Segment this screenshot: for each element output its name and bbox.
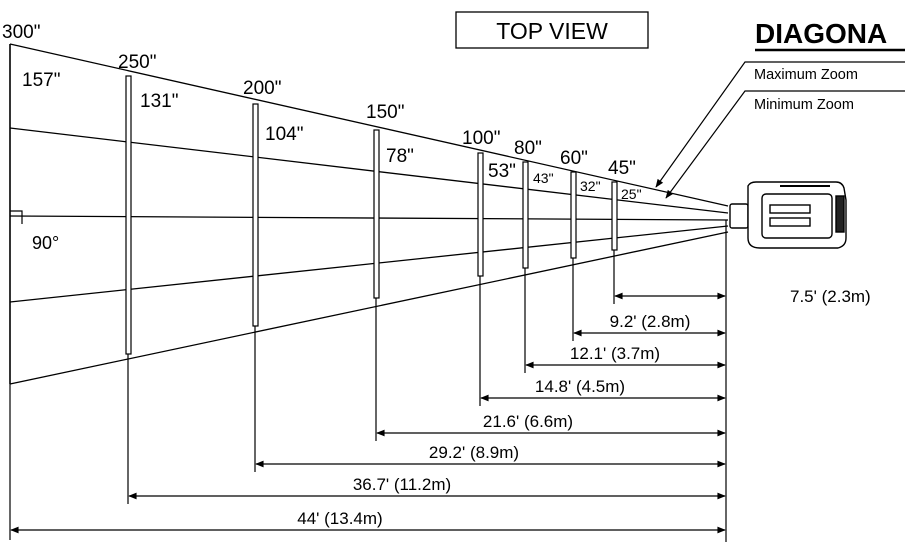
projector-icon bbox=[729, 181, 847, 249]
distance-label-100: 14.8' (4.5m) bbox=[535, 377, 625, 396]
angle-label: 90° bbox=[32, 233, 59, 253]
beam-center-line bbox=[9, 215, 729, 221]
screen-200-bar bbox=[252, 103, 259, 327]
screen-300-diagonal-label: 300" bbox=[2, 22, 40, 43]
diagonal-title: DIAGONA bbox=[755, 18, 887, 49]
screen-250-diagonal-label: 250" bbox=[118, 52, 156, 73]
top-view-box bbox=[455, 11, 649, 49]
projector-top-plate bbox=[761, 193, 833, 239]
zoom-max-label: Maximum Zoom bbox=[754, 67, 858, 83]
screen-150-width-label: 78" bbox=[386, 146, 414, 167]
projector-panel-1 bbox=[769, 204, 811, 214]
screen-60-bar bbox=[570, 171, 577, 259]
zoom-leaders bbox=[655, 61, 905, 199]
screen-300-width-label: 157" bbox=[22, 70, 60, 91]
distance-label-45: 7.5' (2.3m) bbox=[790, 287, 871, 306]
distance-label-60: 9.2' (2.8m) bbox=[610, 312, 691, 331]
screen-150-diagonal-label: 150" bbox=[366, 102, 404, 123]
screen-45-diagonal-label: 45" bbox=[608, 158, 636, 179]
screen-150-bar bbox=[373, 129, 380, 299]
distance-label-250: 36.7' (11.2m) bbox=[353, 475, 451, 494]
distance-label-200: 29.2' (8.9m) bbox=[429, 443, 519, 462]
projector-panel-2 bbox=[769, 217, 811, 227]
distance-label-80: 12.1' (3.7m) bbox=[570, 344, 660, 363]
distance-label-300: 44' (13.4m) bbox=[297, 509, 382, 528]
screen-200-diagonal-label: 200" bbox=[243, 78, 281, 99]
screen-45-width-label: 25" bbox=[621, 186, 642, 202]
screen-80-diagonal-label: 80" bbox=[514, 138, 542, 159]
beam-line-max-top bbox=[9, 43, 729, 207]
screens-layer: 300" 157" 250" 131" 200" 104" 150" 78" 100" 53"80… bbox=[2, 22, 642, 504]
projector-lens bbox=[729, 203, 749, 229]
top-view-label: TOP VIEW bbox=[496, 18, 608, 44]
projector-side bbox=[835, 195, 845, 233]
zoom-max-leader bbox=[655, 61, 905, 188]
screen-100-width-label: 53" bbox=[488, 161, 516, 182]
screen-60-width-label: 32" bbox=[580, 178, 601, 194]
beam-line-min-bottom bbox=[9, 225, 729, 303]
right-angle-icon bbox=[10, 210, 23, 224]
screen-250-width-label: 131" bbox=[140, 91, 178, 112]
distance-label-150: 21.6' (6.6m) bbox=[483, 412, 573, 431]
zoom-min-leader bbox=[665, 90, 905, 199]
screen-45-bar bbox=[611, 181, 618, 251]
screen-100-bar bbox=[477, 152, 484, 277]
beam-line-max-bottom bbox=[9, 231, 729, 385]
distance-layer: 44' (13.4m) 36.7' (11.2m) 29.2' (8.9m) 21.6… bbox=[10, 287, 871, 534]
zoom-min-label: Minimum Zoom bbox=[754, 97, 854, 113]
screen-250-bar bbox=[125, 75, 132, 355]
screen-80-bar bbox=[522, 161, 529, 269]
screen-100-diagonal-label: 100" bbox=[462, 128, 500, 149]
screen-80-width-label: 43" bbox=[533, 170, 554, 186]
screen-60-diagonal-label: 60" bbox=[560, 148, 588, 169]
screen-200-width-label: 104" bbox=[265, 124, 303, 145]
